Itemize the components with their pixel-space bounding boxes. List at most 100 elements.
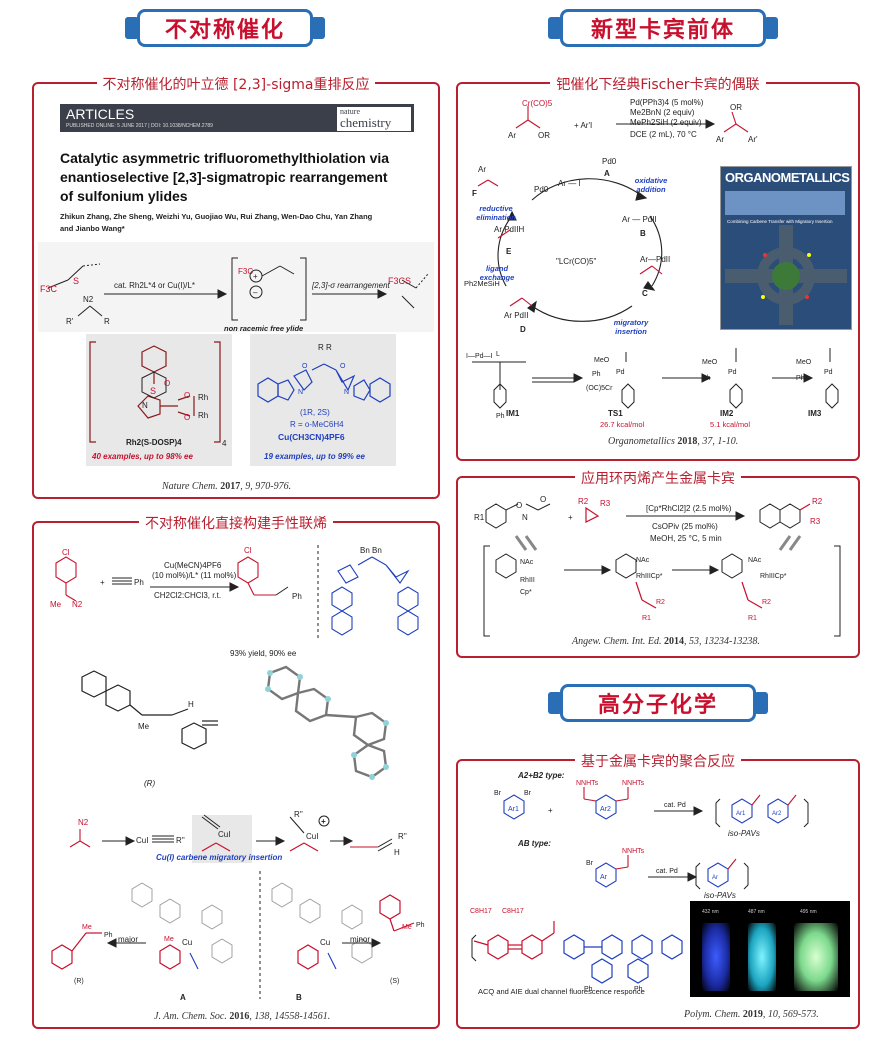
svg-text:Ph: Ph [104,932,113,939]
fischer-reaction-scheme: Cr(CO)5 Ar OR + Ar'I OR Ar Ar' [508,99,758,144]
vial-wavelength-2: 487 nm [748,909,765,915]
svg-text:Me: Me [164,936,174,943]
rh-catalyst-structure: S O N O O Rh Rh 4 [89,341,227,448]
ylide-label: non racemic free ylide [224,324,304,333]
cover-roundabout [725,225,847,325]
svg-text:F3C: F3C [40,284,58,294]
rearrangement-scheme: F3C S N2 R' R F3C + – F3CS [40,257,429,326]
step-oxidative-addition: oxidative addition [634,176,668,194]
pd-cond-2: Me2BnN (2 equiv) [630,108,695,117]
rearrangement-label: [2,3]-σ rearrangement [312,281,390,290]
svg-text:MeO: MeO [796,359,812,366]
svg-text:Ph: Ph [634,986,643,993]
pd-cond-4: DCE (2 mL), 70 °C [630,130,697,139]
vial-wavelength-1: 432 nm [702,909,719,915]
svg-text:Pd: Pd [616,369,625,376]
yield-result: 93% yield, 90% ee [230,649,297,658]
svg-text:cat. Pd: cat. Pd [656,868,678,875]
svg-text:Ph: Ph [496,413,505,420]
svg-text:H: H [394,848,400,857]
svg-text:NNHTs: NNHTs [622,780,645,787]
fluorene-polymer-structure: C8H17 C8H17 Ph Ph [470,908,697,993]
svg-text:Me: Me [50,600,62,609]
cond-line-3: CH2Cl2:CHCl3, r.t. [154,591,222,600]
svg-text:R3: R3 [810,517,821,526]
svg-text:Ar: Ar [508,131,516,140]
banner-new-carbene-precursor: 新型卡宾前体 [548,8,778,48]
svg-text:A: A [604,169,610,178]
svg-text:H: H [188,700,194,709]
svg-text:Ar: Ar [712,875,718,881]
svg-text:Rh: Rh [198,411,208,420]
svg-text:F3CS: F3CS [388,276,411,286]
svg-text:O: O [540,495,546,504]
pd-cond-3: MePh2SiH (2 equiv) [630,118,702,127]
svg-text:N: N [142,401,148,410]
svg-text:N: N [344,389,349,396]
article-header-bar: ARTICLES PUBLISHED ONLINE: 5 JUNE 2017 |… [60,104,414,132]
svg-text:cat. Pd: cat. Pd [664,802,686,809]
svg-text:Cu: Cu [182,938,192,947]
cyclopropene-scheme: R1 O N O + R2 R3 R2 R3 NAc RhIII Cp* NAc… [474,495,841,637]
cond-line-1: Cu(MeCN)4PF6 [164,561,222,570]
svg-text:+: + [568,513,573,522]
svg-text:R2: R2 [762,599,771,606]
label-im1: IM1 [506,409,520,418]
svg-text:Ph: Ph [134,578,144,587]
article-authors-1: Zhikun Zhang, Zhe Sheng, Weizhi Yu, Guoj… [60,212,373,221]
svg-text:Me: Me [82,924,92,931]
mechanism-label: Cu(I) carbene migratory insertion [156,853,283,862]
label-ts1: TS1 [608,409,623,418]
svg-text:Ar PdIIH: Ar PdIIH [494,225,524,234]
cu-carbene-mechanism: + N2 CuI R'' CuI R'' CuI R'' H [69,810,407,857]
svg-text:(OC)5Cr: (OC)5Cr [586,385,613,392]
scheme-background [38,242,434,332]
svg-text:Br: Br [524,790,532,797]
svg-text:O: O [184,413,190,422]
rh-cond-2: CsOPiv (25 mol%) [652,522,718,531]
transition-states: Cu Cu Me Me Ph Ph Me [51,871,425,999]
svg-text:R2: R2 [656,599,665,606]
config-r-label: (R) [74,978,84,985]
pd-cond-1: Pd(PPh3)4 (5 mol%) [630,98,704,107]
cond-line-2: (10 mol%)/L* (11 mol%) [152,571,237,580]
svg-text:N: N [522,513,528,522]
banner-asymmetric-catalysis: 不对称催化 [125,8,325,48]
vial-blue [702,923,730,991]
svg-text:+: + [548,806,553,815]
svg-text:R1: R1 [474,513,485,522]
vial-green [794,923,838,991]
catalytic-cycle: Pd0 A Ar — I Ar — PdII B "LCr(CO)5" Ar—P… [464,157,670,334]
svg-text:Pd: Pd [728,369,737,376]
vial-cyan [748,923,776,991]
panel-title: 钯催化下经典Fischer卡宾的偶联 [550,77,766,93]
svg-text:CuI: CuI [306,832,318,841]
fluorescence-vials-photo: 432 nm 487 nm 495 nm [690,901,850,997]
svg-text:Ar1: Ar1 [736,811,746,817]
svg-text:NNHTs: NNHTs [576,780,599,787]
svg-text:R R: R R [318,343,332,352]
svg-text:NAc: NAc [748,557,762,564]
rh-catalyst-name: Rh2(S-DOSP)4 [126,438,182,447]
svg-text:O: O [184,391,190,400]
svg-text:C8H17: C8H17 [502,908,524,915]
svg-text:Ph: Ph [796,375,805,382]
cover-title: ORGANOMETALLICS [725,170,850,185]
svg-text:Cl: Cl [244,546,252,555]
svg-text:MeO: MeO [702,359,718,366]
panel-chiral-allenes: 不对称催化直接构建手性联烯 Cl N2 Me + Ph Cl Ph [32,516,440,1029]
svg-text:Ar: Ar [716,135,724,144]
svg-text:Cp*: Cp* [520,589,532,596]
copper-salt: Cu(CH3CN)4PF6 [278,432,345,442]
svg-text:Ph: Ph [292,592,302,601]
svg-text:RhIII: RhIII [520,577,535,584]
svg-text:+: + [253,272,258,281]
cover-subtitle: Combining Carbene Transfer with Migrator… [727,219,833,224]
allene-reaction-scheme: Cl N2 Me + Ph Cl Ph Bn Bn [50,545,419,641]
panel-sulfonium-ylide-rearrangement: 不对称催化的叶立德 [2,3]-sigma重排反应 ARTICLES PUBLI… [32,77,440,499]
svg-text:4: 4 [222,439,227,448]
svg-text:Cu: Cu [320,938,330,947]
svg-text:Ar — I: Ar — I [558,179,581,188]
svg-text:O: O [164,379,170,388]
svg-text:Pd0: Pd0 [602,157,617,166]
